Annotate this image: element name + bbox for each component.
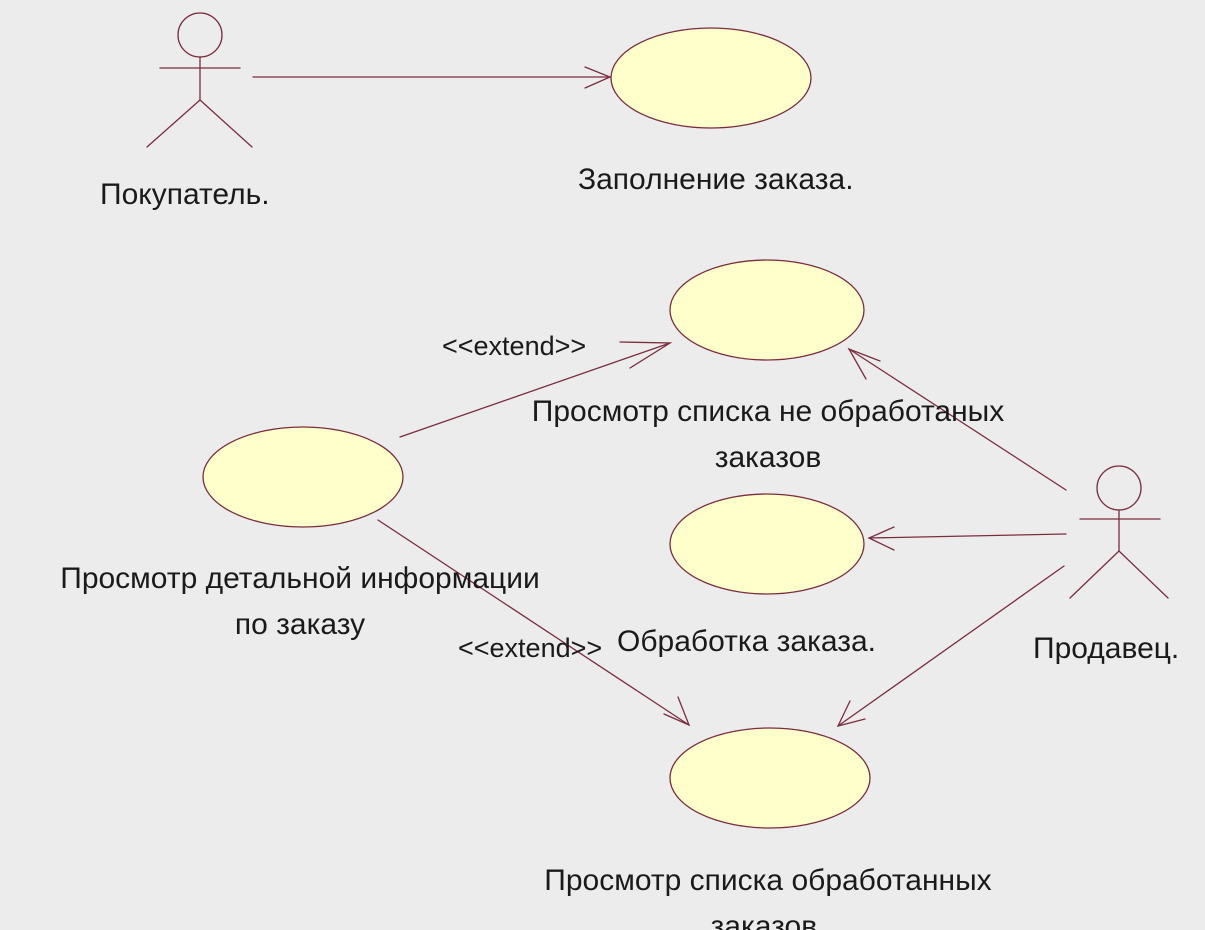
association-seller-processed [836, 565, 1065, 727]
usecase-fill-order[interactable] [610, 27, 812, 129]
usecase-view-unprocessed-label: Просмотр списка не обработаных заказов [488, 389, 1048, 481]
usecase-view-details-label-line2: по заказу [234, 608, 366, 641]
usecase-process-order-label: Обработка заказа. [617, 625, 876, 658]
usecase-view-processed-label-line1: Просмотр списка обработанных [544, 864, 992, 897]
extend-arrow-processed [377, 519, 691, 727]
association-seller-unprocessed [847, 347, 1067, 491]
usecase-view-processed-label-line2: заказов. [710, 910, 826, 930]
extend-arrow-unprocessed [399, 341, 673, 438]
usecase-view-details-label-line1: Просмотр детальной информации [60, 562, 540, 595]
actor-seller[interactable] [1069, 465, 1169, 599]
usecase-process-order[interactable] [669, 493, 865, 595]
usecase-view-unprocessed-label-line1: Просмотр списка не обработаных [531, 395, 1005, 428]
usecase-fill-order-label: Заполнение заказа. [578, 163, 854, 196]
actor-buyer-label: Покупатель. [100, 178, 270, 211]
association-buyer-fill-order [252, 66, 612, 89]
usecase-view-details[interactable] [202, 426, 404, 528]
association-seller-process-order [867, 526, 1067, 551]
usecase-view-processed-label: Просмотр списка обработанных заказов. [488, 858, 1048, 930]
extend-stereotype-processed: <<extend>> [458, 633, 603, 663]
usecase-view-unprocessed[interactable] [669, 259, 865, 361]
extend-stereotype-unprocessed: <<extend>> [442, 331, 587, 361]
usecase-view-unprocessed-label-line2: заказов [714, 441, 822, 474]
actor-seller-label: Продавец. [1033, 632, 1180, 665]
usecase-view-processed[interactable] [669, 727, 871, 829]
usecase-view-details-label: Просмотр детальной информации по заказу [10, 556, 590, 648]
actor-buyer[interactable] [146, 12, 253, 148]
